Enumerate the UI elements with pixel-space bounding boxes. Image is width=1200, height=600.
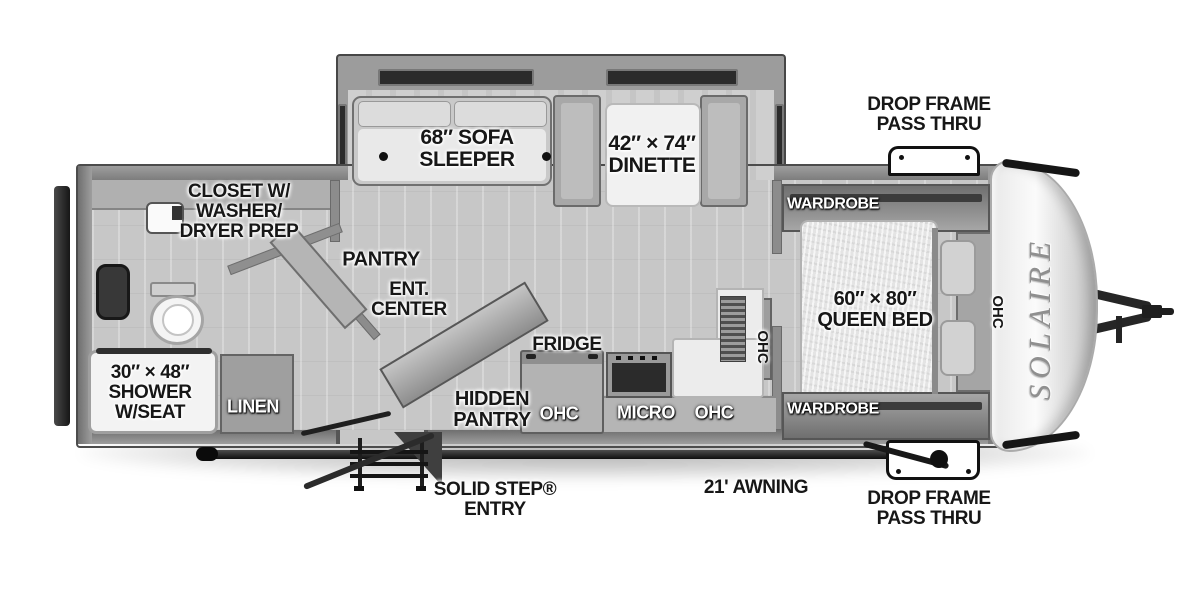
sofa-seat xyxy=(358,129,546,181)
fridge-handle-icon xyxy=(526,354,536,359)
hitch-coupler xyxy=(1142,305,1162,318)
pass-thru-bottom-label: DROP FRAME PASS THRU xyxy=(867,487,991,529)
range-knob-icon xyxy=(628,356,633,360)
wardrobe-shelf xyxy=(790,402,982,410)
pass-thru-knob xyxy=(930,450,948,468)
hitch-ball-tip xyxy=(1158,308,1174,315)
bench-cushion xyxy=(708,103,740,199)
queen-bed-label: 60″ × 80″ QUEEN BED xyxy=(817,287,933,331)
washer-hookup-icon xyxy=(172,206,182,220)
ent-center-label: ENT. CENTER xyxy=(371,278,447,320)
fridge xyxy=(520,350,604,434)
bathroom-wall xyxy=(330,180,340,242)
shower-label: 30″ × 48″ SHOWER W/SEAT xyxy=(108,361,192,424)
dinette-bench xyxy=(553,95,601,207)
shower-door xyxy=(96,348,212,354)
linen-label: LINEN xyxy=(226,396,280,417)
rear-window-icon xyxy=(96,264,130,320)
door-jamb xyxy=(336,430,340,444)
slideout-window-icon xyxy=(378,69,534,86)
linen-cabinet xyxy=(220,354,294,434)
pantry-label: PANTRY xyxy=(342,248,420,271)
sofa-label: 68″ SOFA SLEEPER xyxy=(419,125,515,171)
wardrobe-shelf xyxy=(790,194,982,202)
closet-label: CLOSET W/ WASHER/ DRYER PREP xyxy=(179,180,299,243)
brand-logo: SOLAIRE xyxy=(1022,235,1057,401)
step-foot xyxy=(416,486,426,491)
fridge-label: FRIDGE xyxy=(532,333,602,355)
tambour-cabinet xyxy=(720,296,746,362)
queen-bed xyxy=(800,220,938,400)
step-tread xyxy=(350,462,428,466)
bedroom-wall-lower xyxy=(772,326,782,430)
wardrobe-top-label: WARDROBE xyxy=(787,195,879,213)
bench-cushion xyxy=(561,103,593,199)
ohc-right-label: OHC xyxy=(694,402,734,423)
closet-cabinet xyxy=(92,180,336,210)
ohc-front-label: OHC xyxy=(988,295,1006,329)
wall-top-left xyxy=(78,166,348,180)
step-tread xyxy=(350,474,428,478)
headboard xyxy=(932,228,938,394)
sofa-cushion xyxy=(454,101,547,127)
toilet-seat xyxy=(162,304,194,336)
step-foot xyxy=(354,486,364,491)
ohc-wall-label: OHC xyxy=(753,330,771,364)
solid-step-label: SOLID STEP® ENTRY xyxy=(433,478,557,520)
tongue-jack xyxy=(1116,316,1122,343)
pass-thru-top xyxy=(888,146,980,176)
pass-thru-top-label: DROP FRAME PASS THRU xyxy=(867,93,991,135)
awning-end-cap xyxy=(196,447,218,461)
wardrobe-bottom xyxy=(782,392,990,440)
cupholder-icon xyxy=(542,152,551,161)
bedroom-wall-upper xyxy=(772,180,782,254)
shower xyxy=(88,350,218,434)
sofa-sleeper xyxy=(352,96,552,186)
pillow xyxy=(940,320,976,376)
pillow xyxy=(940,240,976,296)
range-knob-icon xyxy=(652,356,657,360)
range-knob-icon xyxy=(616,356,621,360)
dinette-bench xyxy=(700,95,748,207)
cooktop-surface xyxy=(612,363,666,392)
dinette-table xyxy=(605,103,701,207)
fridge-handle-icon xyxy=(588,354,598,359)
slideout-window-icon xyxy=(606,69,738,86)
latch-icon xyxy=(899,155,904,160)
latch-icon xyxy=(966,469,971,474)
wardrobe-bottom-label: WARDROBE xyxy=(787,400,879,418)
ohc-left-label: OHC xyxy=(539,403,579,424)
awning-roller xyxy=(204,450,894,459)
dinette-label: 42″ × 74″ DINETTE xyxy=(608,131,696,177)
cupholder-icon xyxy=(379,152,388,161)
awning-label: 21' AWNING xyxy=(703,476,809,498)
micro-label: MICRO xyxy=(617,402,675,423)
sofa-cushion xyxy=(358,101,451,127)
rear-bumper xyxy=(54,186,70,426)
latch-icon xyxy=(965,155,970,160)
cooktop-range xyxy=(606,352,672,398)
hidden-pantry-label: HIDDEN PANTRY xyxy=(453,387,531,431)
latch-icon xyxy=(896,469,901,474)
range-knob-icon xyxy=(640,356,645,360)
kitchen-counter xyxy=(672,338,764,398)
